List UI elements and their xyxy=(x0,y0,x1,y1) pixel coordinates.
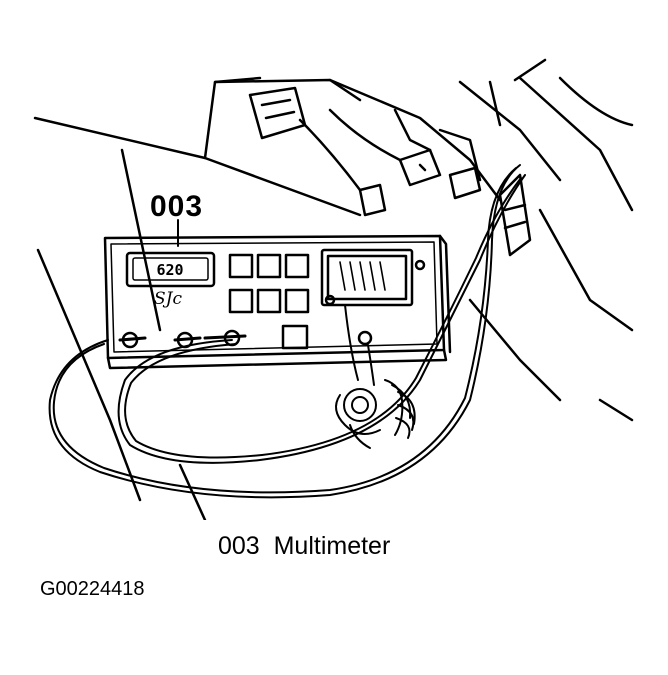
display-window xyxy=(125,251,216,288)
probe-jack xyxy=(357,330,373,346)
display-reading: 620 xyxy=(156,261,183,279)
meter-button xyxy=(284,253,310,279)
brand-mark: SJc xyxy=(154,289,182,309)
display-readout: 620 xyxy=(156,261,183,279)
meter-button xyxy=(228,253,254,279)
meter-button xyxy=(228,288,254,314)
multimeter-illustration xyxy=(33,58,634,520)
callout-number: 003 xyxy=(150,190,204,223)
probe-clip xyxy=(335,379,416,449)
connector-panel xyxy=(320,248,414,307)
mounting-screw xyxy=(414,259,426,271)
figure-caption: 003 Multimeter xyxy=(218,532,391,560)
meter-button xyxy=(284,288,310,314)
meter-button xyxy=(281,324,309,350)
figure-id: G00224418 xyxy=(40,578,145,600)
meter-button xyxy=(256,253,282,279)
meter-button xyxy=(256,288,282,314)
test-leads xyxy=(48,164,526,499)
vehicle-body-lines xyxy=(33,58,634,520)
mounting-screw xyxy=(324,294,336,306)
vehicle-connectors xyxy=(248,86,532,257)
brand-mark-text: SJc xyxy=(154,289,182,309)
